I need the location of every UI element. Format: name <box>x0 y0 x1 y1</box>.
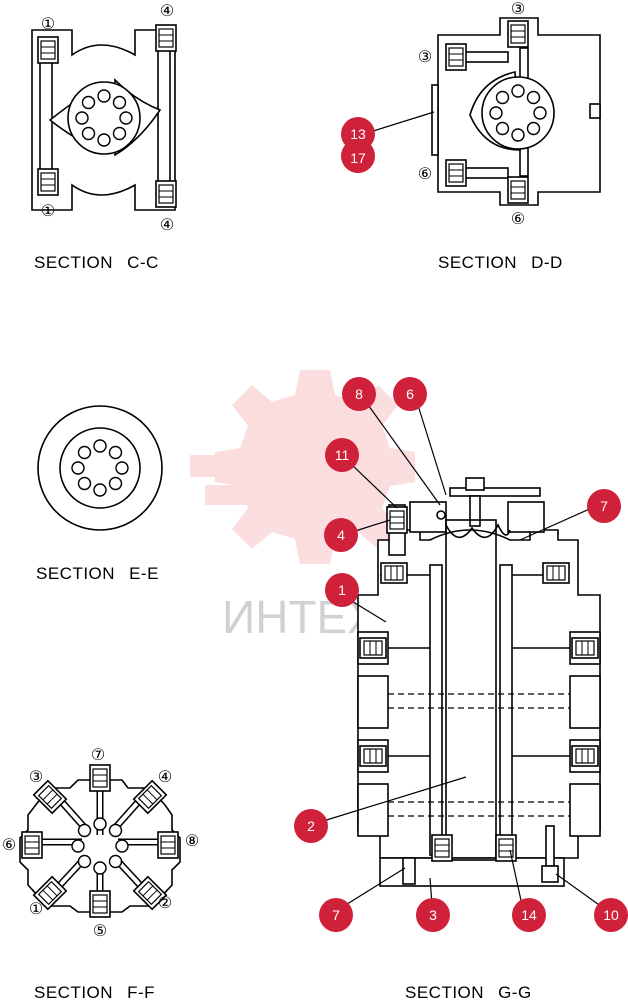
section-ff-drawing <box>19 764 181 918</box>
gg-callout-7a-circle <box>587 489 621 523</box>
ff-port-7: ⑦ <box>91 747 105 764</box>
dd-callout-13-circle <box>341 117 375 151</box>
gg-callout-11: 11 <box>335 447 350 463</box>
dd-port-3-top: ③ <box>511 1 525 18</box>
gg-callout-3: 3 <box>429 907 437 923</box>
ff-port-2: ② <box>158 895 172 912</box>
ff-port-8: ⑧ <box>185 833 199 850</box>
ff-port-4: ④ <box>158 769 172 786</box>
section-ff-name: F-F <box>127 983 155 1002</box>
gg-callout-10-circle <box>594 898 628 932</box>
section-cc-title: SECTION C-C <box>34 253 159 273</box>
gg-callout-7a: 7 <box>600 498 608 514</box>
section-dd-drawing <box>431 17 601 206</box>
section-dd-label: SECTION <box>438 253 518 272</box>
gg-callout-4: 4 <box>337 527 345 543</box>
section-cc-drawing <box>31 24 177 211</box>
section-dd-title: SECTION D-D <box>438 253 563 273</box>
dd-port-6-left: ⑥ <box>418 166 432 183</box>
gg-callout-14: 14 <box>521 907 537 923</box>
section-gg-drawing <box>357 477 601 887</box>
cc-port-1-top: ① <box>41 16 55 33</box>
cc-port-4-top: ④ <box>160 3 174 20</box>
dd-port-3-left: ③ <box>418 49 432 66</box>
gg-callout-1: 1 <box>338 582 346 598</box>
gg-callout-2-circle <box>294 809 328 843</box>
gg-callout-11-circle <box>325 438 359 472</box>
gg-callout-14-circle <box>512 898 546 932</box>
section-gg-label: SECTION <box>405 983 485 1002</box>
dd-port-6-bottom: ⑥ <box>511 211 525 228</box>
dd-callout-13: 13 <box>350 126 366 142</box>
watermark-logo <box>190 370 415 564</box>
gg-callout-8-circle <box>342 377 376 411</box>
section-cc-label: SECTION <box>34 253 114 272</box>
ff-port-1: ① <box>29 901 43 918</box>
gg-callout-7b: 7 <box>332 907 340 923</box>
gg-callout-4-circle <box>324 518 358 552</box>
cc-port-4-bottom: ④ <box>160 217 174 234</box>
ff-port-3: ③ <box>29 769 43 786</box>
dd-callout-17: 17 <box>350 150 366 166</box>
section-ee-drawing <box>37 405 163 531</box>
section-dd-name: D-D <box>531 253 563 272</box>
ff-port-6: ⑥ <box>2 837 16 854</box>
gg-callout-1-circle <box>325 573 359 607</box>
gg-callout-6-circle <box>393 377 427 411</box>
gg-callout-6: 6 <box>406 386 414 402</box>
gg-callout-2: 2 <box>307 818 315 834</box>
gg-callout-10: 10 <box>603 907 619 923</box>
gg-leader-lines <box>319 401 603 908</box>
section-ff-title: SECTION F-F <box>34 983 155 1003</box>
gg-callout-7b-circle <box>319 898 353 932</box>
ff-port-5: ⑤ <box>93 923 107 940</box>
gg-callout-8: 8 <box>355 386 363 402</box>
section-cc-name: C-C <box>127 253 159 272</box>
section-ff-label: SECTION <box>34 983 114 1002</box>
section-gg-title: SECTION G-G <box>405 983 532 1003</box>
cc-port-1-bottom: ① <box>41 203 55 220</box>
section-ee-title: SECTION E-E <box>36 564 159 584</box>
section-ee-label: SECTION <box>36 564 116 583</box>
section-ee-name: E-E <box>129 564 159 583</box>
section-gg-name: G-G <box>498 983 532 1002</box>
gg-callout-3-circle <box>416 898 450 932</box>
gg-callouts <box>294 377 628 932</box>
